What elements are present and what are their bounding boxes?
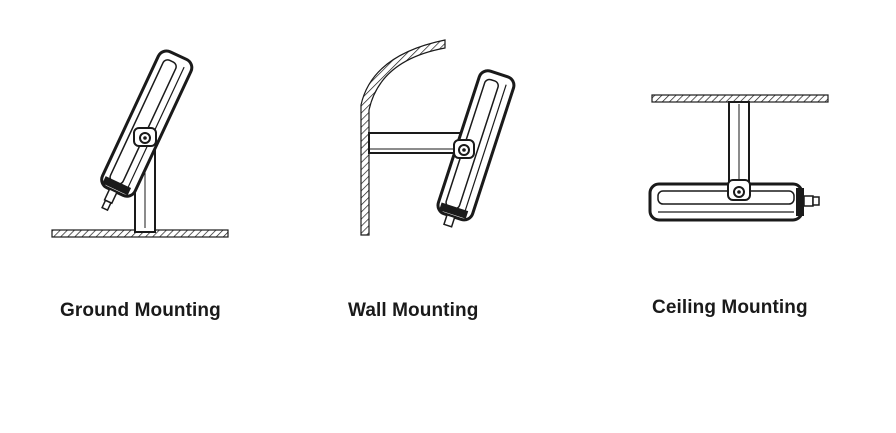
wall-arm <box>368 132 465 154</box>
ceiling-mounting-label: Ceiling Mounting <box>652 297 808 318</box>
wall-mounting-label: Wall Mounting <box>348 300 479 321</box>
ceiling-surface <box>651 94 829 103</box>
ground-mounting-label: Ground Mounting <box>60 300 221 321</box>
ground-mounting-figure <box>51 49 229 238</box>
ground-lamp-body <box>100 49 194 212</box>
wall-surface <box>360 39 446 236</box>
ceiling-lamp-body <box>648 182 820 222</box>
wall-mounting-figure <box>360 39 516 236</box>
ceiling-mounting-figure <box>648 94 829 222</box>
